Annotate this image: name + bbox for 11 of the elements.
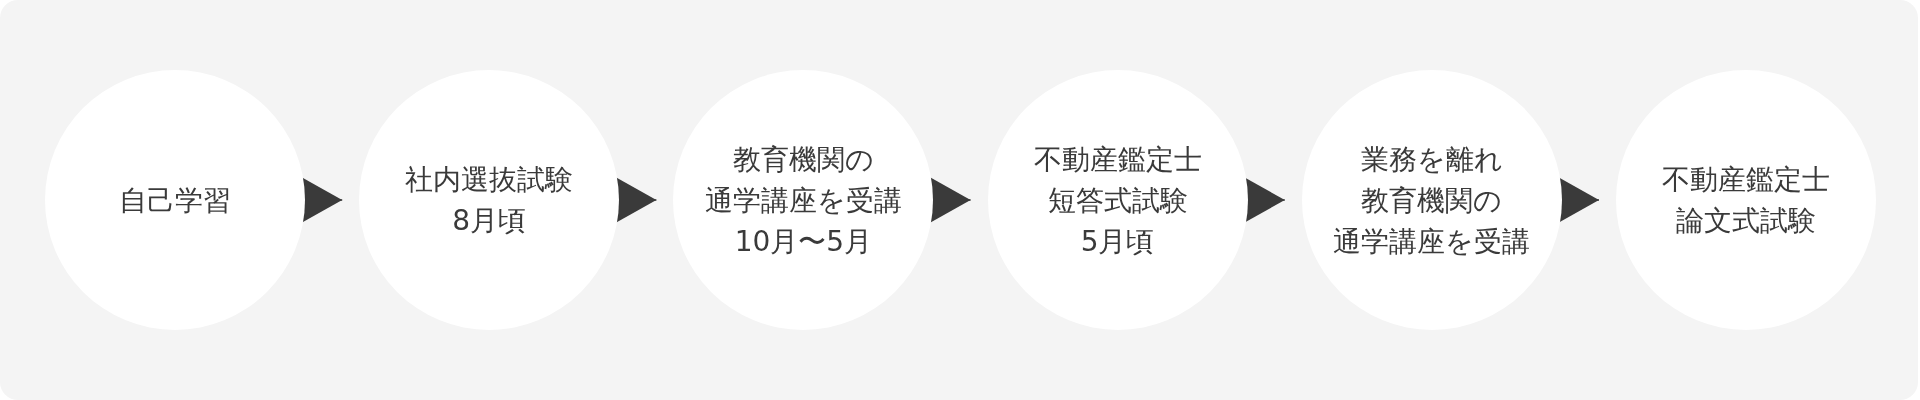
step-label: 業務を離れ教育機関の通学講座を受講 — [1333, 141, 1531, 260]
arrow — [929, 177, 972, 223]
step-label: 社内選抜試験 — [405, 162, 574, 198]
step-label: 自己学習 — [119, 182, 231, 219]
date-label: 5月頃 — [1080, 223, 1155, 260]
step-label: 不動産鑑定士短答式試験 — [1033, 141, 1202, 219]
step-label: 教育機関の通学講座を受講 — [704, 141, 902, 219]
step-label: 不動産鑑定士論文式試験 — [1662, 162, 1830, 239]
date-label: 10月〜5月 — [734, 223, 873, 260]
date-label: 8月頃 — [452, 203, 527, 239]
arrow — [615, 177, 658, 223]
